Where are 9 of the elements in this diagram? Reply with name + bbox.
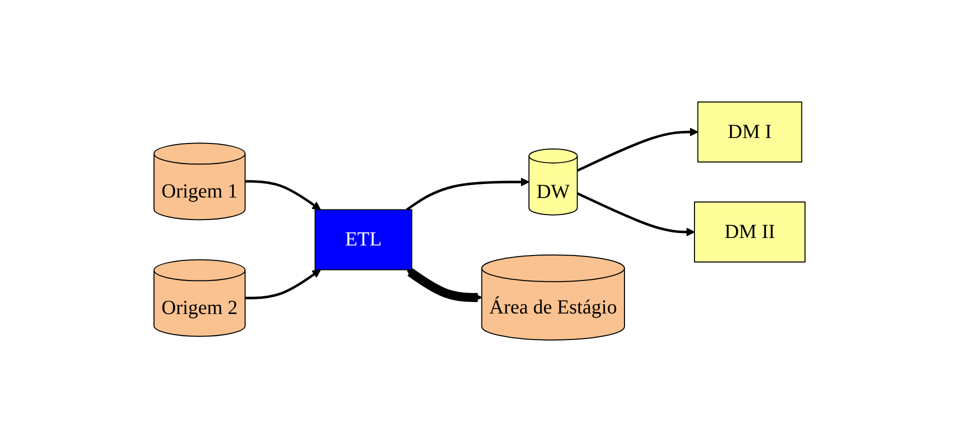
arrow xyxy=(246,268,322,299)
arrow xyxy=(406,177,530,210)
arrow xyxy=(577,127,699,172)
arrow xyxy=(407,268,483,302)
arrow xyxy=(246,180,322,210)
node-box: DM II xyxy=(694,201,806,262)
arrow xyxy=(577,192,696,236)
node-box: ETL xyxy=(315,208,413,270)
node-box: DM I xyxy=(698,101,803,162)
